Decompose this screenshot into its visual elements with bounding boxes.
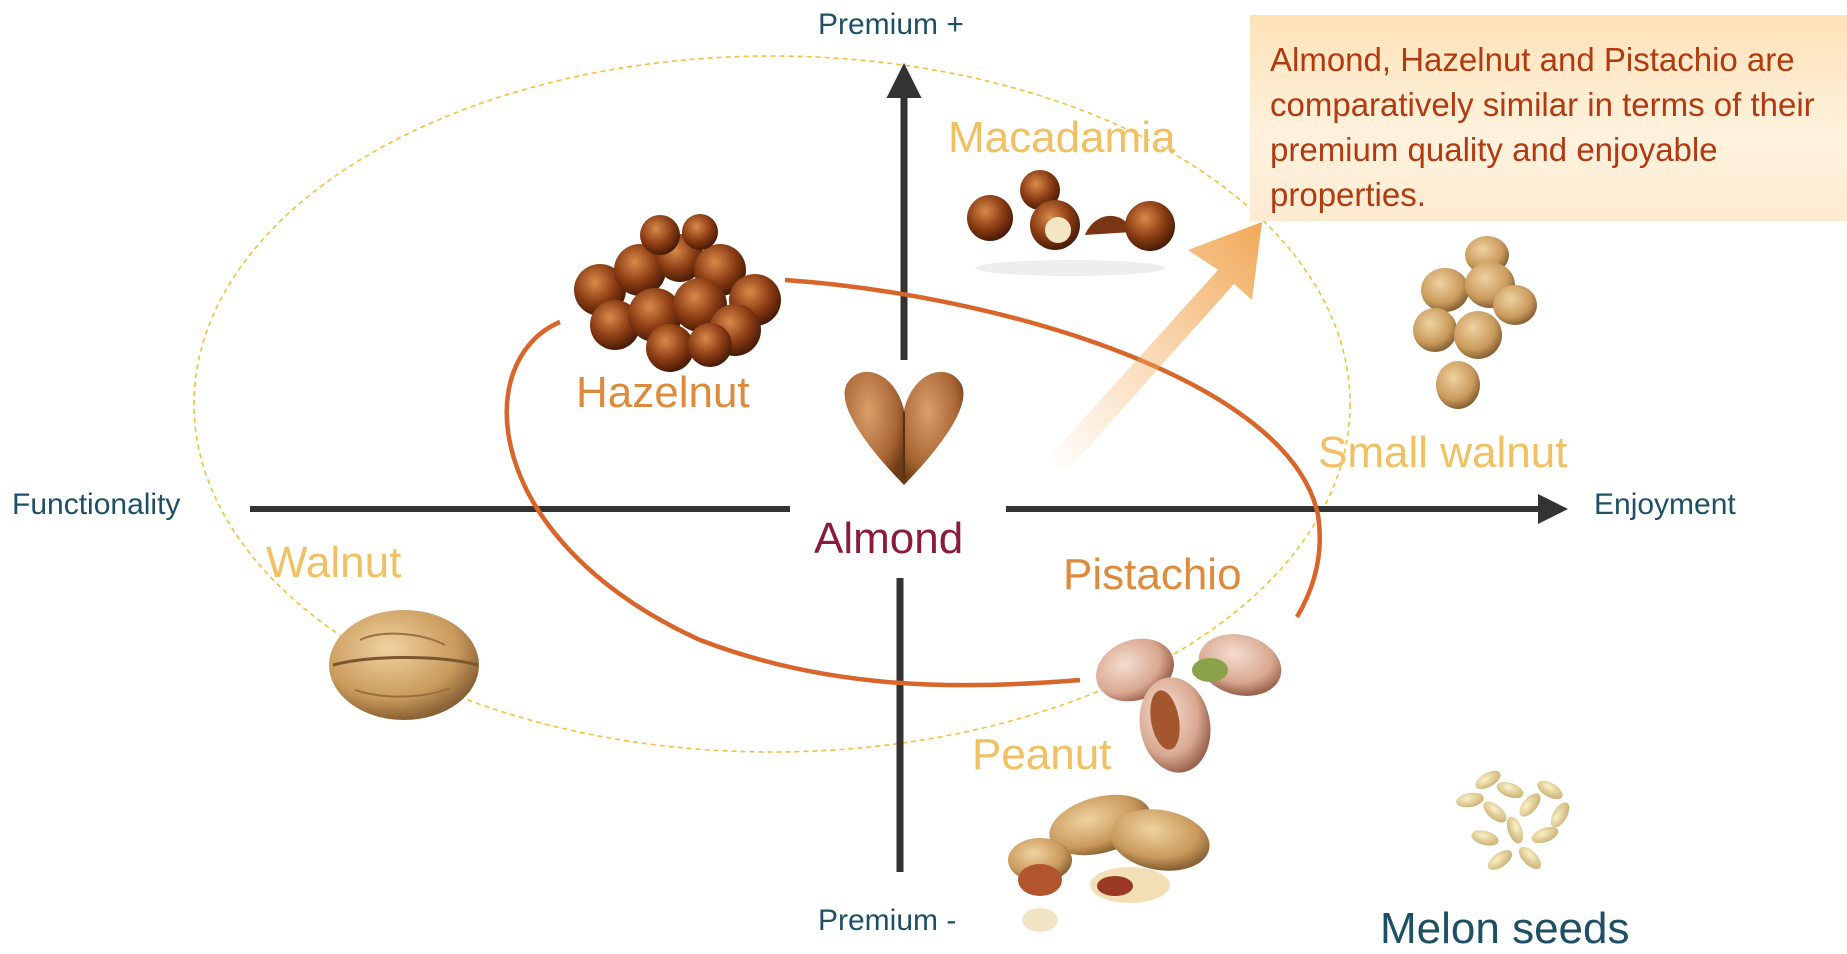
walnut-image	[329, 610, 479, 720]
almond-image	[845, 372, 964, 485]
macadamia-image	[967, 170, 1175, 276]
callout-arrow	[1048, 222, 1262, 472]
axis-label-bottom: Premium -	[818, 904, 956, 938]
label-hazelnut: Hazelnut	[576, 368, 750, 418]
label-pistachio: Pistachio	[1063, 550, 1242, 600]
peanut-image	[1008, 784, 1214, 932]
label-small-walnut: Small walnut	[1318, 428, 1567, 478]
melon-seeds-image	[1455, 767, 1573, 874]
hazelnut-image	[574, 214, 781, 372]
callout-text: Almond, Hazelnut and Pistachio are compa…	[1270, 41, 1815, 213]
label-melon-seeds: Melon seeds	[1380, 904, 1629, 954]
callout-box: Almond, Hazelnut and Pistachio are compa…	[1250, 15, 1847, 221]
axis-label-top: Premium +	[818, 8, 964, 42]
axis-label-left: Functionality	[12, 488, 180, 522]
label-macadamia: Macadamia	[948, 113, 1175, 163]
label-walnut: Walnut	[266, 538, 401, 588]
label-peanut: Peanut	[972, 730, 1111, 780]
small-walnut-image	[1413, 236, 1537, 409]
pistachio-image	[1087, 625, 1288, 778]
label-almond: Almond	[814, 514, 963, 564]
axis-label-right: Enjoyment	[1594, 488, 1736, 522]
